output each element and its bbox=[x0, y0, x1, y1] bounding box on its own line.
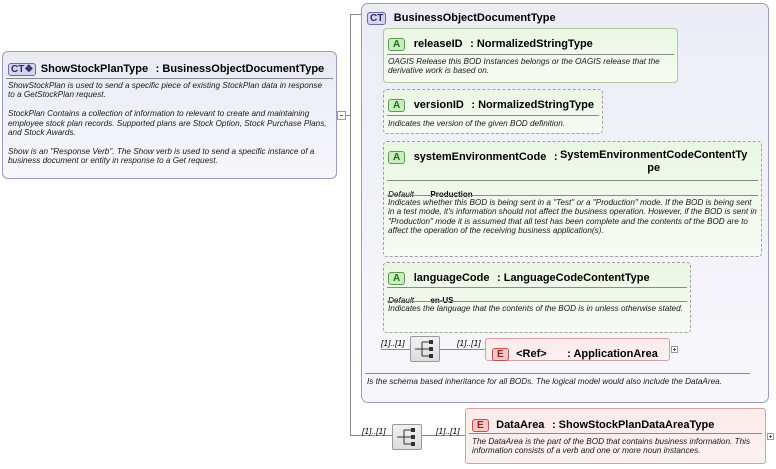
show-type-name: ShowStockPlanType bbox=[40, 63, 149, 75]
connector-to-bod bbox=[350, 14, 361, 15]
attribute-doc: Indicates whether this BOD is being sent… bbox=[388, 198, 757, 236]
attribute-colon: : bbox=[467, 38, 477, 50]
complex-type-icon: CT❖ bbox=[8, 63, 37, 76]
bod-type-name: BusinessObjectDocumentType bbox=[393, 12, 556, 24]
attribute-language-code[interactable]: A languageCode : LanguageCodeContentType… bbox=[383, 262, 691, 333]
element-icon: E bbox=[492, 348, 509, 361]
attribute-doc: Indicates the version of the given BOD d… bbox=[388, 119, 566, 128]
attribute-version-id[interactable]: A versionID : NormalizedStringType Indic… bbox=[383, 89, 603, 134]
attribute-type-line1: SystemEnvironmentCodeContentTy bbox=[560, 149, 748, 161]
connector-to-dataarea-seq bbox=[350, 435, 392, 436]
attribute-name: systemEnvironmentCode bbox=[413, 151, 547, 163]
attribute-type: NormalizedStringType bbox=[478, 99, 594, 111]
attribute-icon: A bbox=[388, 272, 406, 285]
data-area-elem-cardinality: [1]..[1] bbox=[436, 426, 460, 436]
element-type: ShowStockPlanDataAreaType bbox=[558, 419, 715, 431]
attribute-colon: : bbox=[493, 272, 504, 284]
attribute-type-line2: pe bbox=[647, 162, 661, 174]
element-colon: : bbox=[548, 419, 559, 431]
expand-icon[interactable] bbox=[767, 433, 774, 440]
attribute-name: releaseID bbox=[413, 38, 463, 50]
show-type-base: BusinessObjectDocumentType bbox=[162, 63, 325, 75]
app-area-seq-cardinality: [1]..[1] bbox=[381, 338, 405, 348]
default-label: Default bbox=[388, 190, 414, 199]
default-value: en-US bbox=[430, 296, 454, 305]
element-application-area[interactable]: E <Ref> : ApplicationArea bbox=[485, 338, 670, 361]
expand-icon[interactable] bbox=[671, 346, 678, 353]
element-data-area[interactable]: E DataArea : ShowStockPlanDataAreaType T… bbox=[465, 408, 766, 464]
element-ref: <Ref> bbox=[516, 348, 547, 360]
default-value: Production bbox=[430, 190, 473, 199]
attribute-type: LanguageCodeContentType bbox=[503, 272, 650, 284]
attribute-icon: A bbox=[388, 38, 406, 51]
connector-seq-to-dataarea bbox=[422, 435, 465, 436]
attribute-colon: : bbox=[550, 151, 558, 163]
show-type-doc: ShowStockPlan is used to send a specific… bbox=[8, 81, 327, 166]
element-name: DataArea bbox=[496, 419, 545, 431]
element-doc: The DataArea is the part of the BOD that… bbox=[472, 437, 751, 456]
element-icon: E bbox=[472, 419, 489, 432]
connector-vertical bbox=[350, 14, 351, 435]
attribute-name: versionID bbox=[413, 99, 464, 111]
bod-type-doc: Is the schema based inheritance for all … bbox=[367, 377, 722, 386]
connector-seq-to-elem bbox=[440, 349, 485, 350]
attribute-system-environment-code[interactable]: A systemEnvironmentCode : SystemEnvironm… bbox=[383, 141, 762, 257]
business-object-document-type-box[interactable]: CT BusinessObjectDocumentType A releaseI… bbox=[361, 3, 769, 403]
attribute-icon: A bbox=[388, 151, 406, 164]
sequence-icon[interactable] bbox=[410, 336, 440, 362]
attribute-icon: A bbox=[388, 99, 406, 112]
complex-type-icon: CT bbox=[367, 12, 387, 25]
collapse-toggle-icon[interactable] bbox=[337, 111, 346, 120]
sequence-icon[interactable] bbox=[392, 424, 422, 450]
attribute-colon: : bbox=[468, 99, 479, 111]
attribute-name: languageCode bbox=[413, 272, 490, 284]
attribute-type: NormalizedStringType bbox=[476, 38, 593, 50]
element-name: : ApplicationArea bbox=[567, 348, 658, 360]
show-stock-plan-type-box[interactable]: CT❖ ShowStockPlanType : BusinessObjectDo… bbox=[2, 51, 337, 179]
data-area-seq-cardinality: [1]..[1] bbox=[362, 426, 386, 436]
connector-seq bbox=[381, 349, 410, 350]
default-label: Default bbox=[388, 296, 414, 305]
attribute-release-id[interactable]: A releaseID : NormalizedStringType OAGIS… bbox=[383, 28, 678, 83]
attribute-doc: OAGIS Release this BOD Instances belongs… bbox=[388, 57, 660, 76]
show-type-colon: : bbox=[152, 63, 163, 75]
app-area-elem-cardinality: [1]..[1] bbox=[457, 338, 481, 348]
attribute-doc: Indicates the language that the contents… bbox=[388, 304, 683, 313]
